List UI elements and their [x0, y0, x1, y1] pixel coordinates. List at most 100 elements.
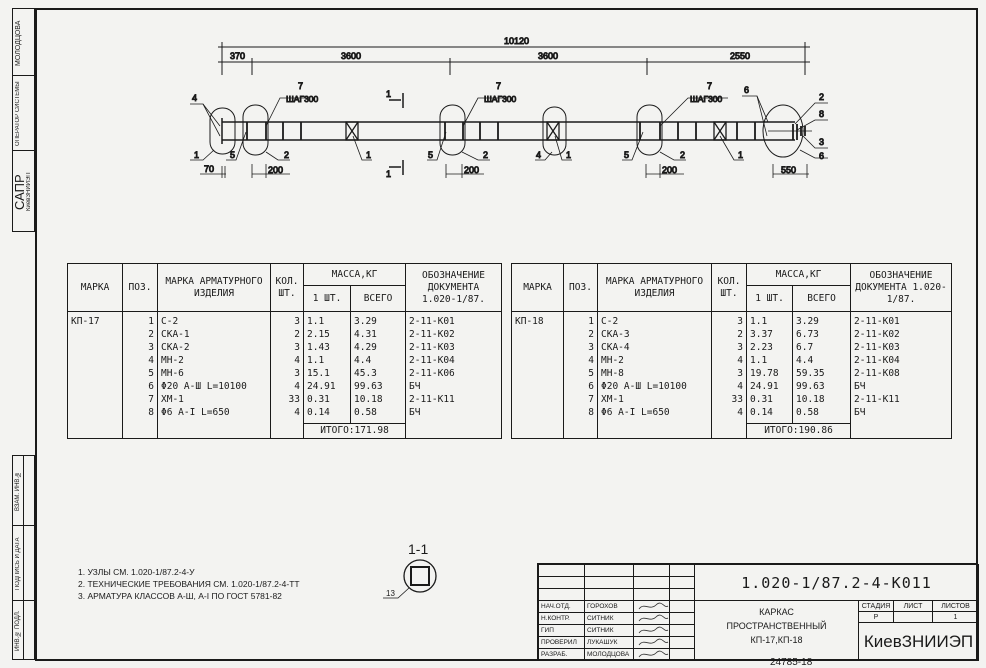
- header-mass: МАССА,КГ: [302, 263, 407, 286]
- cell-one: 24.91: [750, 381, 779, 392]
- frame-mark: КП-18: [515, 316, 544, 327]
- leader-lines: [190, 95, 828, 161]
- section-1-1: 1-1 13: [383, 541, 437, 599]
- cell-pos: 2: [148, 329, 154, 340]
- cell-kol: 3: [294, 316, 300, 327]
- empty-cell: [122, 423, 158, 439]
- callout-5: 5: [230, 150, 235, 160]
- frame-bottom-line: [35, 659, 978, 661]
- dimension-lines: [218, 42, 810, 75]
- cell-kol: 4: [737, 407, 743, 418]
- cell-kol: 2: [294, 329, 300, 340]
- cell-izd: ХМ-1: [601, 394, 624, 405]
- cell-pos: 6: [588, 381, 594, 392]
- col-marka: КП-17: [67, 311, 123, 424]
- cell-pos: 8: [588, 407, 594, 418]
- cell-izd: Φ6 А-I L=650: [601, 407, 670, 418]
- callout-3: 3: [819, 137, 824, 147]
- signature: [633, 648, 670, 661]
- cell-total: 3.29: [796, 316, 819, 327]
- note-1: 1. УЗЛЫ СМ. 1.020-1/87.2-4-У: [78, 567, 195, 577]
- empty-cell: [563, 423, 598, 439]
- cell-kol: 4: [294, 355, 300, 366]
- cell-one: 1.1: [750, 316, 768, 327]
- empty-cell: [270, 423, 304, 439]
- total-mass: ИТОГО:190.86: [745, 423, 852, 439]
- cell-pos: 8: [148, 407, 154, 418]
- cell-one: 19.78: [750, 368, 779, 379]
- cell-doc: 2-11-К01: [854, 316, 900, 327]
- cell-one: 24.91: [307, 381, 336, 392]
- dim-total: 10120: [504, 36, 529, 46]
- cell-doc: 2-11-К02: [854, 329, 900, 340]
- empty-cell: [157, 423, 271, 439]
- header-marka: МАРКА: [511, 263, 564, 312]
- step-label: ШАГ300: [286, 94, 319, 104]
- cell-one: 2.23: [750, 342, 773, 353]
- section-title: 1-1: [408, 541, 428, 557]
- callout-5: 5: [428, 150, 433, 160]
- cell-one: 15.1: [307, 368, 330, 379]
- organization: КиевЗНИИЭП: [858, 622, 979, 661]
- cell-total: 4.4: [796, 355, 814, 366]
- header-mass: МАССА,КГ: [745, 263, 852, 286]
- cell-kol: 4: [737, 381, 743, 392]
- cell-izd: СКА-4: [601, 342, 630, 353]
- cell-doc: 2-11-К06: [409, 368, 455, 379]
- bottom-dimensions: [200, 164, 809, 178]
- header-pos: ПОЗ.: [122, 263, 158, 312]
- callout-2: 2: [483, 150, 488, 160]
- cell-pos: 4: [588, 355, 594, 366]
- callout-2: 2: [680, 150, 685, 160]
- cell-one: 0.31: [750, 394, 773, 405]
- cell-total: 4.31: [354, 329, 377, 340]
- cell-total: 6.73: [796, 329, 819, 340]
- cell-total: 6.7: [796, 342, 814, 353]
- step-label: ШАГ300: [690, 94, 723, 104]
- cell-doc: БЧ: [854, 407, 866, 418]
- cell-izd: Φ20 А-Ш L=10100: [601, 381, 687, 392]
- header-document: ОБОЗНАЧЕНИЕ ДОКУМЕНТА 1.020-1/87.: [850, 263, 953, 312]
- cell-doc: 2-11-К03: [854, 342, 900, 353]
- cell-pos: 1: [148, 316, 154, 327]
- signer-role: РАЗРАБ.: [538, 648, 585, 661]
- side-stamp: МОЛОДЦОВА ОПЕРАТОР СИСТЕМЫ САПР КиевЗНИИ…: [12, 8, 35, 232]
- callout-2: 2: [819, 92, 824, 102]
- header-marka: МАРКА: [67, 263, 123, 312]
- reinforcement-cage-drawing: 10120 370 3600 3600 2550: [190, 36, 828, 180]
- cell-one: 0.31: [307, 394, 330, 405]
- cell-kol: 3: [737, 368, 743, 379]
- section-cut-marks: [389, 93, 404, 175]
- cell-kol: 2: [737, 329, 743, 340]
- callout-1: 1: [366, 150, 371, 160]
- callout-4: 4: [536, 150, 541, 160]
- cell-pos: 7: [588, 394, 594, 405]
- cell-pos: 5: [588, 368, 594, 379]
- cell-kol: 33: [288, 394, 300, 405]
- header-item-mark: МАРКА АРМАТУРНОГО ИЗДЕЛИЯ: [597, 263, 712, 312]
- header-item-mark: МАРКА АРМАТУРНОГО ИЗДЕЛИЯ: [157, 263, 271, 312]
- cell-total: 59.35: [796, 368, 825, 379]
- cell-one: 0.14: [750, 407, 773, 418]
- note-3: 3. АРМАТУРА КЛАССОВ А-Ш, А-I ПО ГОСТ 578…: [78, 591, 282, 601]
- cell-izd: Φ6 А-I L=650: [161, 407, 230, 418]
- callout-5: 5: [624, 150, 629, 160]
- cell-doc: БЧ: [409, 381, 421, 392]
- cell-kol: 4: [294, 381, 300, 392]
- cell-pos: 3: [148, 342, 154, 353]
- drawing-frame: [35, 8, 978, 660]
- cell-izd: СКА-3: [601, 329, 630, 340]
- stirrups: [246, 122, 806, 140]
- dim-200-b: 200: [464, 165, 479, 175]
- cell-doc: 2-11-К04: [409, 355, 455, 366]
- cell-kol: 3: [737, 342, 743, 353]
